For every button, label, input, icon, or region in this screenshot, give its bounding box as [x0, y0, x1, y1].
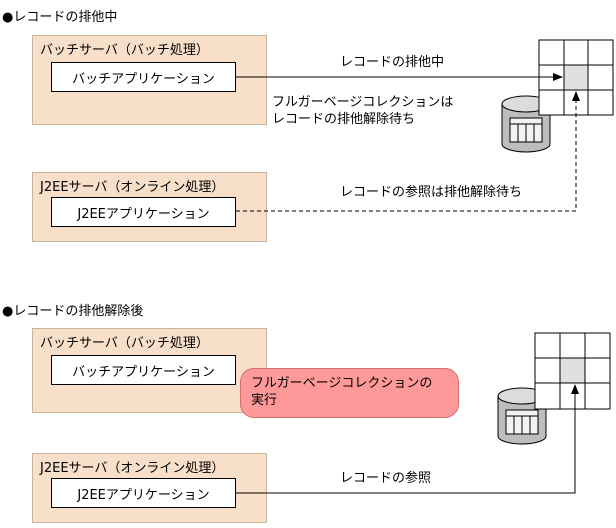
j2ee-server-2: J2EEサーバ（オンライン処理） J2EEアプリケーション [32, 453, 267, 523]
gc-bubble-line2: 実行 [251, 393, 278, 408]
database-icon-2 [497, 387, 547, 445]
j2ee-server-1: J2EEサーバ（オンライン処理） J2EEアプリケーション [32, 172, 267, 242]
gc-bubble-line1: フルガーベージコレクションの [251, 376, 433, 391]
j2ee-server-2-label: J2EEサーバ（オンライン処理） [40, 461, 225, 476]
batch-server-2: バッチサーバ（バッチ処理） バッチアプリケーション [32, 328, 267, 413]
record-table-2 [534, 332, 611, 410]
wait-arrow [236, 91, 580, 212]
ref-arrow-label: レコードの参照 [340, 471, 432, 486]
section2-title: ●レコードの排他解除後 [2, 304, 144, 319]
gc-note-line1: フルガーベージコレクションは [272, 95, 454, 110]
batch-app-2: バッチアプリケーション [51, 355, 236, 385]
section1-title: ●レコードの排他中 [2, 10, 118, 25]
batch-server-1: バッチサーバ（バッチ処理） バッチアプリケーション [32, 35, 267, 125]
j2ee-app-2: J2EEアプリケーション [51, 478, 236, 508]
batch-server-2-label: バッチサーバ（バッチ処理） [40, 336, 209, 351]
lock-arrow-label: レコードの排他中 [340, 55, 445, 70]
gc-note-line2: レコードの排他解除待ち [272, 112, 416, 127]
wait-arrow-label: レコードの参照は排他解除待ち [340, 185, 523, 200]
ref-arrow [236, 384, 579, 494]
j2ee-server-1-label: J2EEサーバ（オンライン処理） [40, 180, 225, 195]
j2ee-app-1: J2EEアプリケーション [51, 197, 236, 227]
gc-execution-bubble: フルガーベージコレクションの 実行 [240, 368, 459, 418]
database-icon-1 [501, 95, 551, 153]
batch-server-1-label: バッチサーバ（バッチ処理） [40, 43, 209, 58]
